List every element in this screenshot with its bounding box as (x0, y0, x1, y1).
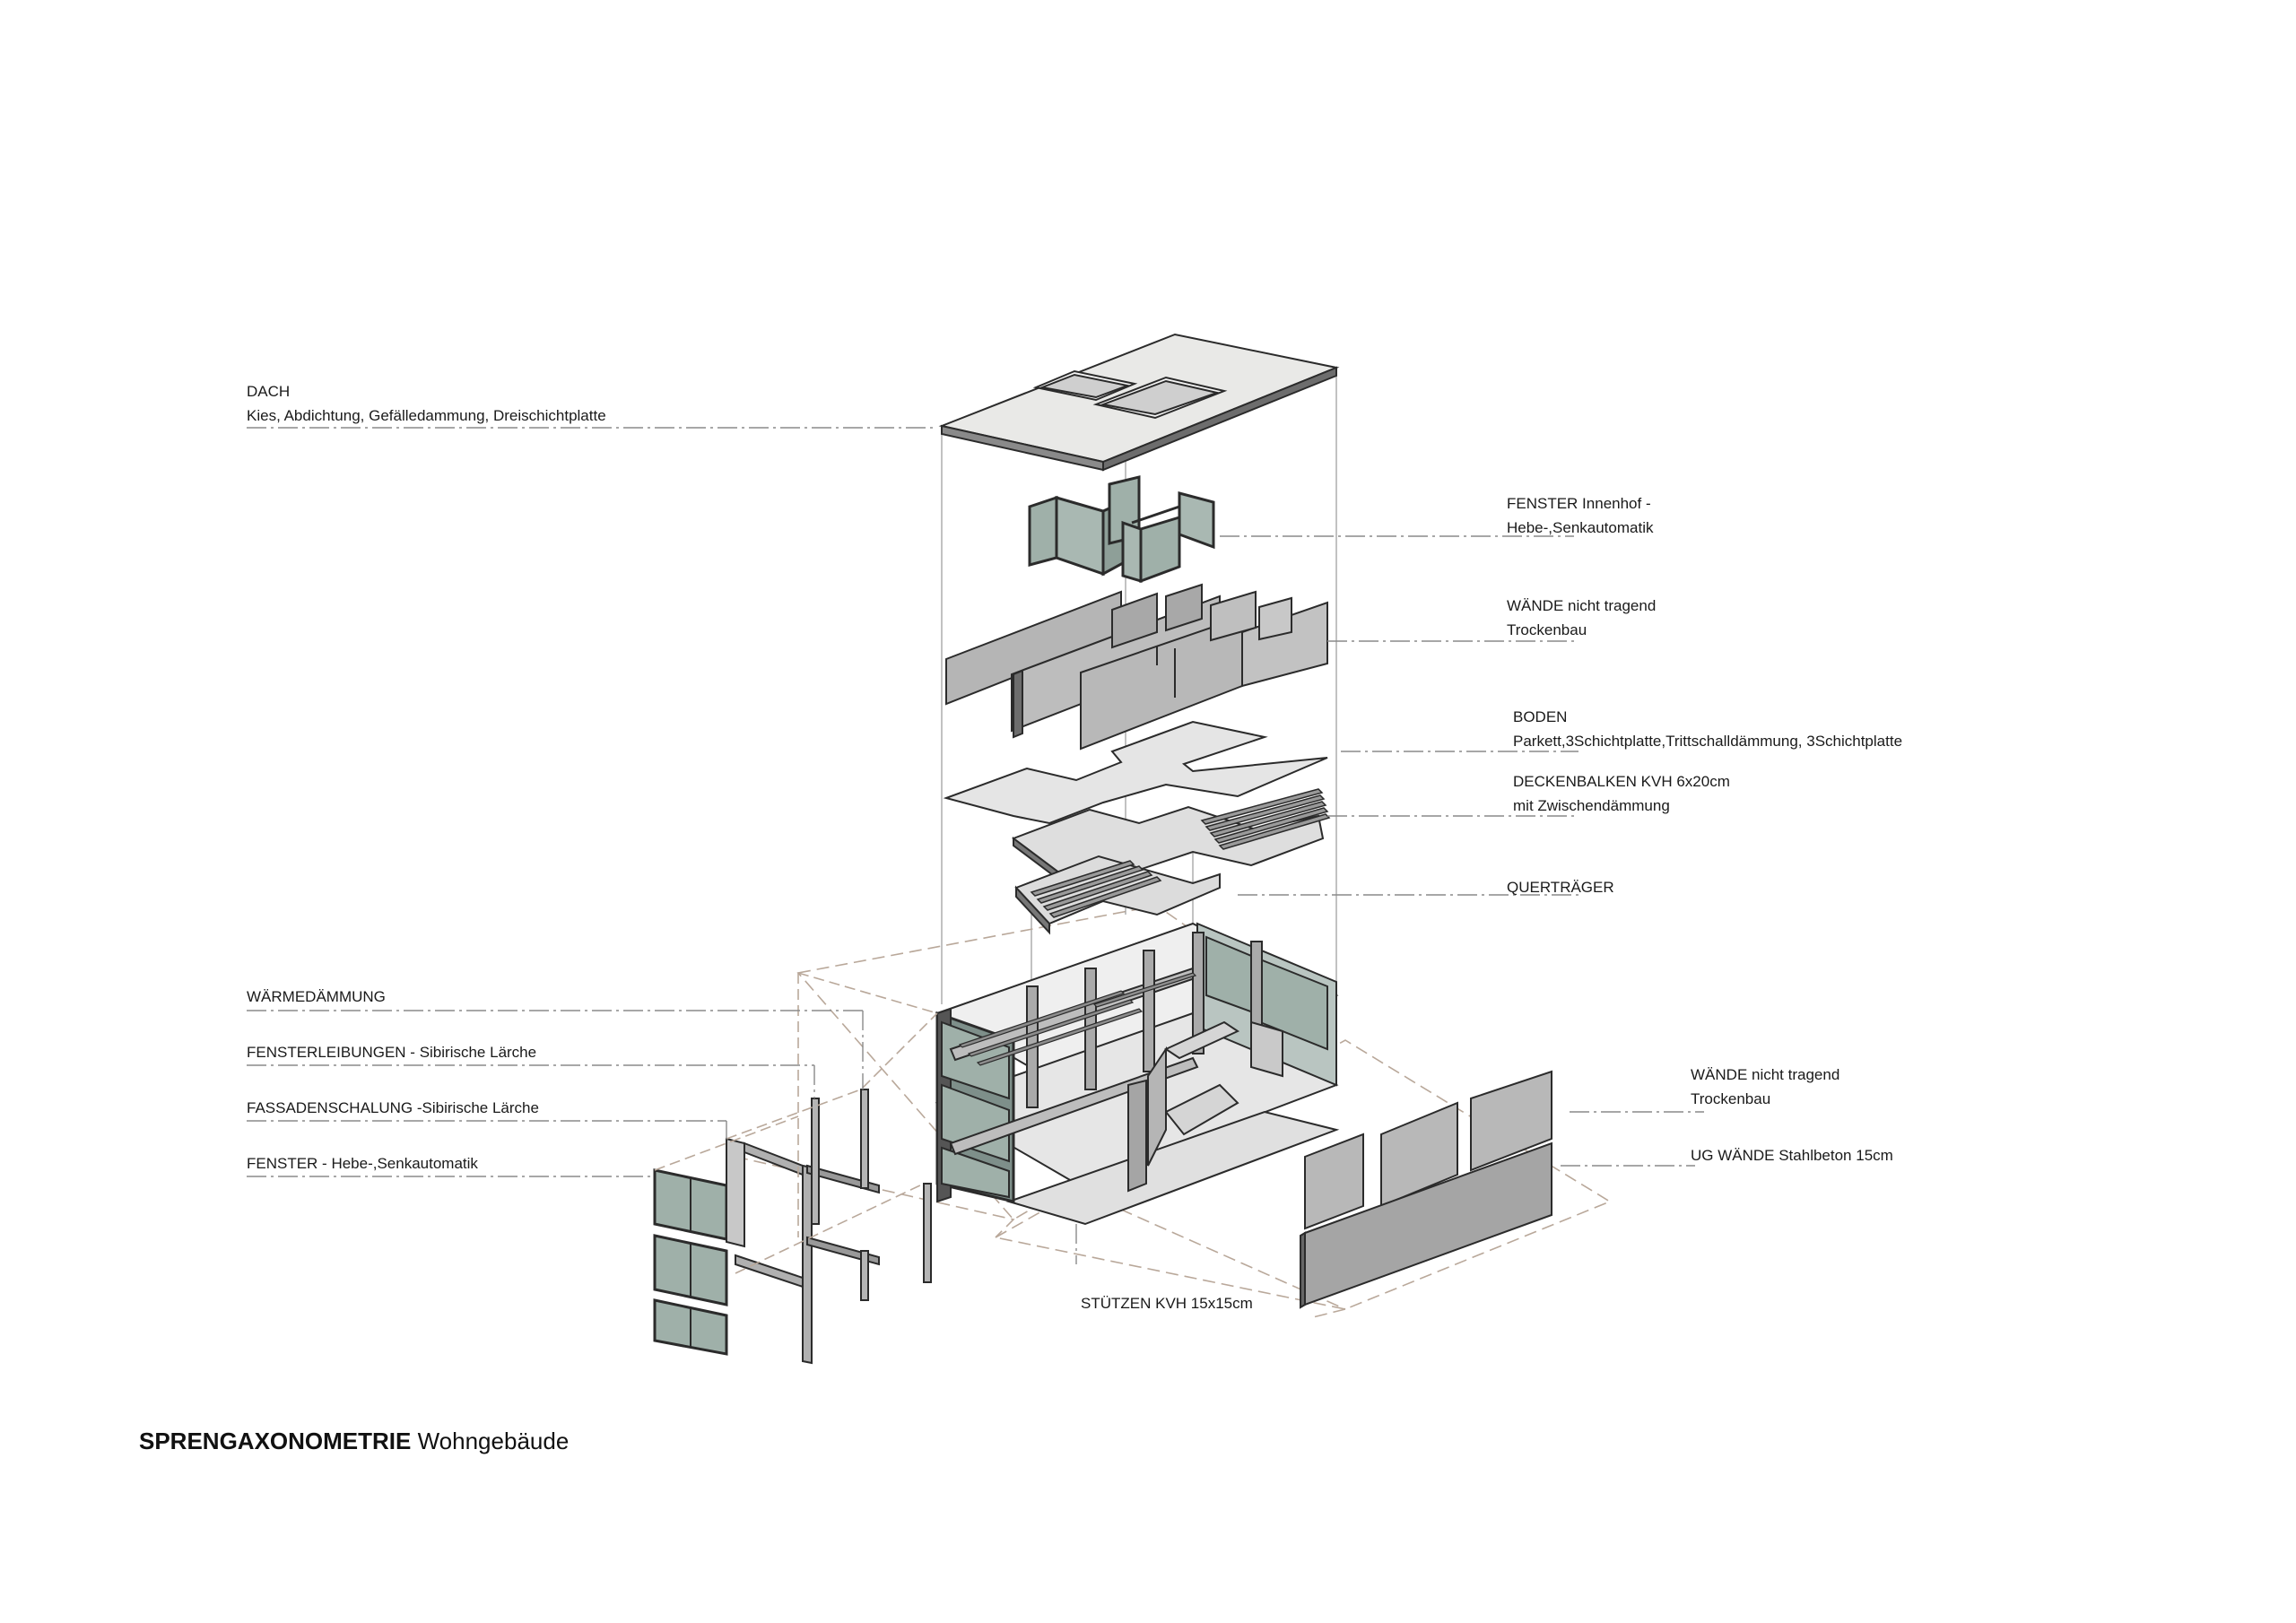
label-deckenbalken: DECKENBALKEN KVH 6x20cm mit Zwischendämm… (1513, 769, 1730, 818)
label-waende-oben-detail: Trockenbau (1507, 621, 1587, 638)
label-fenster-innenhof: FENSTER Innenhof - Hebe-,Senkautomatik (1507, 491, 1653, 540)
roof-slab (938, 333, 1340, 472)
label-boden-detail: Parkett,3Schichtplatte,Trittschalldämmun… (1513, 733, 1903, 750)
label-fenster-title: FENSTER - Hebe-,Senkautomatik (247, 1155, 478, 1172)
label-dach: DACH Kies, Abdichtung, Gefälledammung, D… (247, 379, 606, 428)
label-waermedaemmung: WÄRMEDÄMMUNG (247, 985, 386, 1009)
label-stuetzen-title: STÜTZEN KVH 15x15cm (1081, 1295, 1253, 1312)
cross-beams (1014, 855, 1221, 935)
label-fassadenschalung-title: FASSADENSCHALUNG -Sibirische Lärche (247, 1099, 539, 1116)
label-quertraeger-title: QUERTRÄGER (1507, 879, 1614, 896)
label-boden-title: BODEN (1513, 708, 1568, 725)
label-waende-oben-title: WÄNDE nicht tragend (1507, 597, 1657, 614)
label-quertraeger: QUERTRÄGER (1507, 875, 1614, 899)
label-stuetzen: STÜTZEN KVH 15x15cm (1081, 1291, 1253, 1315)
main-building-frame (935, 922, 1340, 1226)
label-fenster: FENSTER - Hebe-,Senkautomatik (247, 1151, 478, 1176)
label-dach-detail: Kies, Abdichtung, Gefälledammung, Dreisc… (247, 407, 606, 424)
drawing-caption: SPRENGAXONOMETRIE Wohngebäude (139, 1428, 569, 1455)
caption-normal: Wohngebäude (417, 1428, 570, 1454)
label-dach-title: DACH (247, 383, 291, 400)
label-waende-oben: WÄNDE nicht tragend Trockenbau (1507, 594, 1656, 642)
floor-boards (943, 720, 1328, 825)
label-fassadenschalung: FASSADENSCHALUNG -Sibirische Lärche (247, 1096, 539, 1120)
label-waende-unten-title: WÄNDE nicht tragend (1691, 1066, 1840, 1083)
label-fenster-innenhof-detail: Hebe-,Senkautomatik (1507, 519, 1654, 536)
courtyard-windows (1028, 475, 1215, 584)
label-fensterleibungen: FENSTERLEIBUNGEN - Sibirische Lärche (247, 1040, 536, 1064)
label-deckenbalken-title: DECKENBALKEN KVH 6x20cm (1513, 773, 1730, 790)
label-waende-unten: WÄNDE nicht tragend Trockenbau (1691, 1063, 1839, 1111)
label-waermedaemmung-title: WÄRMEDÄMMUNG (247, 988, 386, 1005)
label-ug-waende-title: UG WÄNDE Stahlbeton 15cm (1691, 1147, 1893, 1164)
caption-bold: SPRENGAXONOMETRIE (139, 1428, 412, 1454)
label-ug-waende: UG WÄNDE Stahlbeton 15cm (1691, 1143, 1893, 1167)
leader-lines (247, 427, 1704, 1264)
facade-layers (653, 1089, 932, 1365)
construction-outlines (654, 972, 938, 1274)
label-boden: BODEN Parkett,3Schichtplatte,Trittschall… (1513, 705, 1902, 753)
label-waende-unten-detail: Trockenbau (1691, 1090, 1771, 1107)
label-fensterleibungen-title: FENSTERLEIBUNGEN - Sibirische Lärche (247, 1044, 537, 1061)
basement-walls (1300, 1070, 1552, 1309)
label-fenster-innenhof-title: FENSTER Innenhof - (1507, 495, 1651, 512)
label-deckenbalken-detail: mit Zwischendämmung (1513, 797, 1670, 814)
partition-walls-upper (945, 583, 1328, 751)
